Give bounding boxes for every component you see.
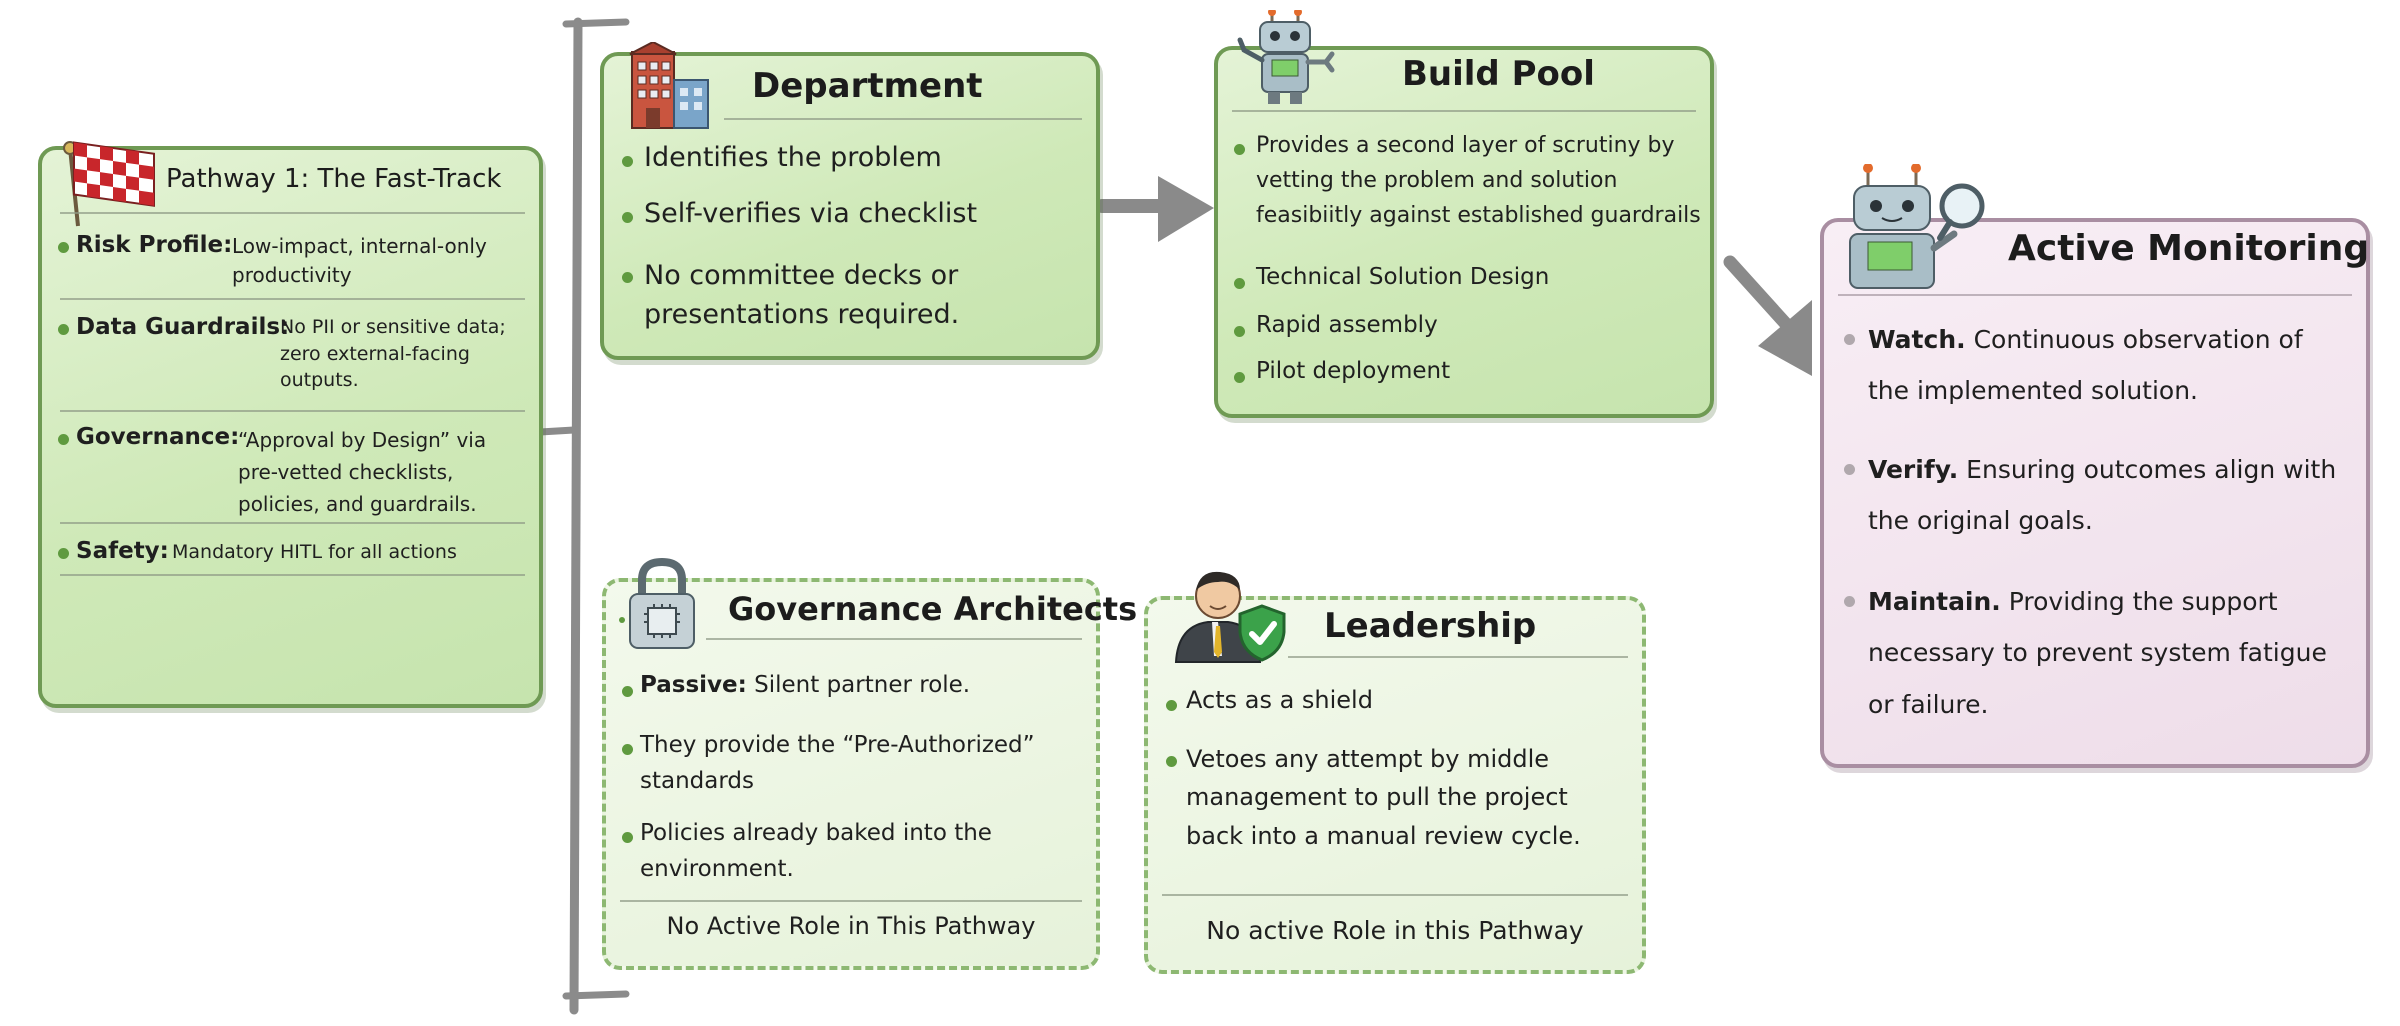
data-guardrails-text: No PII or sensitive data; zero external-… <box>280 316 506 392</box>
divider <box>620 900 1082 902</box>
bullet <box>1844 596 1855 607</box>
arrow-build-to-monitor <box>1723 255 1793 331</box>
active-monitoring-title: Active Monitoring <box>2008 228 2370 269</box>
fast-track-title: Pathway 1: The Fast-Track <box>166 164 502 194</box>
build-pool-item-3: Rapid assembly <box>1256 312 1438 338</box>
leadership-title: Leadership <box>1324 606 1537 646</box>
arrow-build-to-monitor-head <box>1758 300 1812 376</box>
governance-text: “Approval by Design” via pre-vetted chec… <box>238 428 487 516</box>
data-guardrails-label: Data Guardrails: <box>76 314 290 340</box>
ga-item-3: Policies already baked into the environm… <box>640 820 992 882</box>
build-pool-title: Build Pool <box>1402 54 1595 94</box>
divider <box>1838 294 2352 296</box>
bracket-bottom-cap <box>562 990 630 1000</box>
bracket-join <box>536 426 578 436</box>
active-monitoring-card: Active Monitoring Watch. Continuous obse… <box>1820 164 2370 768</box>
build-pool-item-1: Provides a second layer of scrutiny by v… <box>1256 133 1701 229</box>
build-pool-item-2: Technical Solution Design <box>1256 264 1550 290</box>
ga-item-1-text: Silent partner role. <box>754 672 971 698</box>
bullet <box>1844 334 1855 345</box>
bullet <box>1234 278 1245 289</box>
ga-item-1-label: Passive: <box>640 672 747 698</box>
maintain-text: Providing the support necessary to preve… <box>1868 587 2327 719</box>
watch-text: Continuous observation of the implemente… <box>1868 325 2303 406</box>
divider <box>706 638 1082 640</box>
arrow-dept-to-build-head <box>1158 176 1214 242</box>
maintain-item: Maintain. Providing the support necessar… <box>1868 576 2348 730</box>
governance-architects-card: Governance Architects Passive: Silent pa… <box>602 557 1137 970</box>
verify-text: Ensuring outcomes align with the origina… <box>1868 455 2337 536</box>
ga-footer: No Active Role in This Pathway <box>666 912 1036 940</box>
leadership-item-1: Acts as a shield <box>1186 686 1373 714</box>
divider <box>60 212 525 214</box>
bullet <box>58 548 69 559</box>
leadership-card: Leadership Acts as a shield Vetoes any a… <box>1144 571 1646 974</box>
bracket-line <box>569 17 583 1015</box>
bullet <box>1844 464 1855 475</box>
checkered-flag-icon <box>63 141 155 227</box>
governance-architects-title: Governance Architects <box>728 590 1138 628</box>
bullet <box>1166 756 1177 767</box>
divider <box>60 574 525 576</box>
risk-profile-label: Risk Profile: <box>76 232 233 258</box>
maintain-label: Maintain. <box>1868 587 2001 616</box>
department-title: Department <box>752 66 983 106</box>
building-icon <box>629 42 709 129</box>
leadership-item-2: Vetoes any attempt by middle management … <box>1186 745 1581 850</box>
fast-track-card: Pathway 1: The Fast-Track Risk Profile: … <box>38 141 543 708</box>
divider <box>60 298 525 300</box>
verify-label: Verify. <box>1868 455 1959 484</box>
build-pool-card: Build Pool Provides a second layer of sc… <box>1214 10 1714 418</box>
bullet <box>622 156 633 167</box>
robot-wrench-icon <box>1237 10 1335 104</box>
safety-text: Mandatory HITL for all actions <box>172 541 457 563</box>
divider <box>60 410 525 412</box>
divider <box>1162 894 1628 896</box>
bullet <box>58 434 69 445</box>
bullet <box>1234 326 1245 337</box>
governance-label: Governance: <box>76 424 240 450</box>
divider <box>724 118 1082 120</box>
bullet <box>622 832 633 843</box>
bullet <box>622 212 633 223</box>
bullet <box>1234 144 1245 155</box>
watch-item: Watch. Continuous observation of the imp… <box>1868 314 2348 417</box>
ga-item-1: Passive: Silent partner role. <box>640 670 1080 701</box>
padlock-chip-icon <box>619 557 695 649</box>
bullet <box>1166 700 1177 711</box>
department-item-2: Self-verifies via checklist <box>644 198 978 229</box>
department-item-3: No committee decks or presentations requ… <box>644 260 960 331</box>
bullet <box>1234 372 1245 383</box>
department-card: Department Identifies the problem Self-v… <box>600 42 1100 360</box>
robot-magnifier-icon <box>1849 164 1985 289</box>
leadership-footer: No active Role in this Pathway <box>1206 916 1584 945</box>
bracket-top-cap <box>562 18 630 28</box>
bullet <box>622 744 633 755</box>
build-pool-item-4: Pilot deployment <box>1256 358 1451 384</box>
department-item-1: Identifies the problem <box>644 142 942 173</box>
safety-label: Safety: <box>76 538 169 564</box>
bullet <box>58 242 69 253</box>
bullet <box>58 324 69 335</box>
bullet <box>622 272 633 283</box>
divider <box>1288 656 1628 658</box>
businessman-shield-icon <box>1174 571 1286 663</box>
watch-label: Watch. <box>1868 325 1966 354</box>
risk-profile-text: Low-impact, internal-only productivity <box>232 234 487 287</box>
divider <box>60 522 525 524</box>
divider <box>1232 110 1696 112</box>
ga-item-2: They provide the “Pre-Authorized” standa… <box>640 732 1035 794</box>
bullet <box>622 686 633 697</box>
verify-item: Verify. Ensuring outcomes align with the… <box>1868 444 2348 547</box>
